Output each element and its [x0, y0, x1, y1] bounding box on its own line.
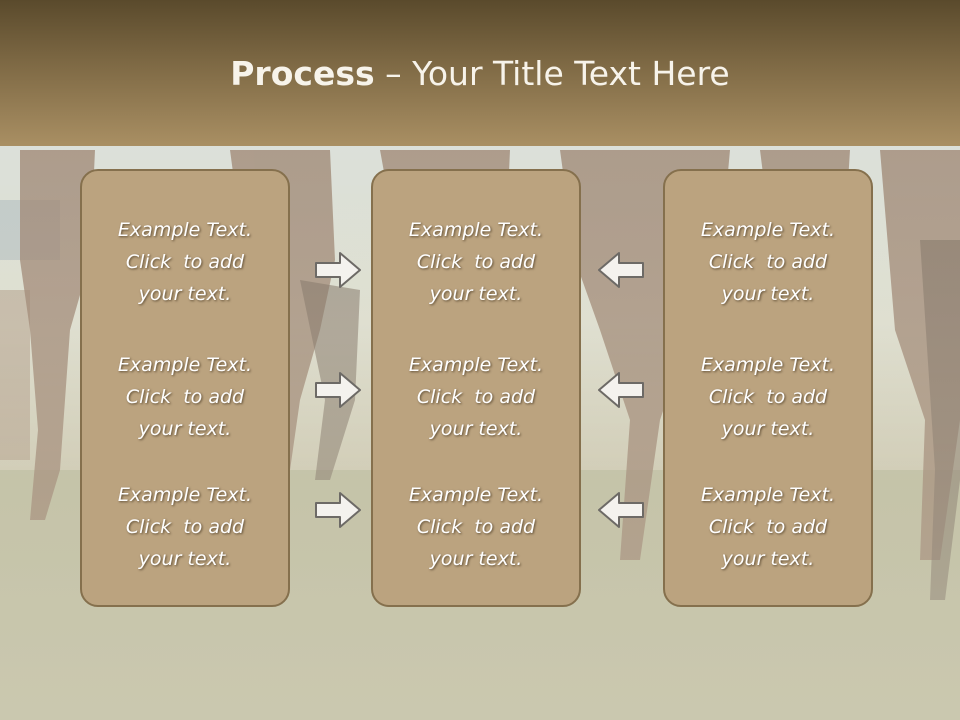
- placeholder-line: Click to add: [125, 386, 245, 408]
- placeholder-line: Example Text.: [700, 484, 836, 506]
- title-bold: Process: [230, 54, 375, 93]
- placeholder-line: your text.: [721, 418, 815, 440]
- placeholder-line: your text.: [721, 283, 815, 305]
- placeholder-line: Click to add: [708, 386, 828, 408]
- placeholder-line: your text.: [138, 548, 232, 570]
- placeholder-line: your text.: [429, 548, 523, 570]
- right-arrow-icon[interactable]: [314, 370, 362, 410]
- text-placeholder[interactable]: Example Text. Click to add your text.: [373, 479, 579, 575]
- placeholder-line: Click to add: [416, 386, 536, 408]
- placeholder-line: your text.: [429, 418, 523, 440]
- text-box-right[interactable]: Example Text. Click to add your text. Ex…: [663, 169, 873, 607]
- placeholder-line: your text.: [429, 283, 523, 305]
- placeholder-line: Example Text.: [408, 219, 544, 241]
- placeholder-line: Click to add: [416, 251, 536, 273]
- right-arrow-icon[interactable]: [314, 250, 362, 290]
- left-arrow-icon[interactable]: [597, 370, 645, 410]
- placeholder-line: your text.: [721, 548, 815, 570]
- title-rest: – Your Title Text Here: [374, 54, 730, 93]
- text-placeholder[interactable]: Example Text. Click to add your text.: [82, 349, 288, 445]
- title-bar: [0, 0, 960, 146]
- text-placeholder[interactable]: Example Text. Click to add your text.: [82, 214, 288, 310]
- placeholder-line: Example Text.: [700, 219, 836, 241]
- placeholder-line: Click to add: [125, 251, 245, 273]
- placeholder-line: your text.: [138, 418, 232, 440]
- placeholder-line: Example Text.: [408, 354, 544, 376]
- placeholder-line: Example Text.: [700, 354, 836, 376]
- text-box-center[interactable]: Example Text. Click to add your text. Ex…: [371, 169, 581, 607]
- slide-title[interactable]: Process – Your Title Text Here: [0, 52, 960, 96]
- placeholder-line: Example Text.: [408, 484, 544, 506]
- placeholder-line: Example Text.: [117, 484, 253, 506]
- placeholder-line: your text.: [138, 283, 232, 305]
- placeholder-line: Click to add: [125, 516, 245, 538]
- text-placeholder[interactable]: Example Text. Click to add your text.: [373, 349, 579, 445]
- text-placeholder[interactable]: Example Text. Click to add your text.: [665, 479, 871, 575]
- left-arrow-icon[interactable]: [597, 490, 645, 530]
- placeholder-line: Click to add: [708, 251, 828, 273]
- placeholder-line: Example Text.: [117, 219, 253, 241]
- text-placeholder[interactable]: Example Text. Click to add your text.: [665, 214, 871, 310]
- text-box-left[interactable]: Example Text. Click to add your text. Ex…: [80, 169, 290, 607]
- placeholder-line: Click to add: [416, 516, 536, 538]
- left-arrow-icon[interactable]: [597, 250, 645, 290]
- placeholder-line: Example Text.: [117, 354, 253, 376]
- text-placeholder[interactable]: Example Text. Click to add your text.: [373, 214, 579, 310]
- text-placeholder[interactable]: Example Text. Click to add your text.: [82, 479, 288, 575]
- text-placeholder[interactable]: Example Text. Click to add your text.: [665, 349, 871, 445]
- placeholder-line: Click to add: [708, 516, 828, 538]
- right-arrow-icon[interactable]: [314, 490, 362, 530]
